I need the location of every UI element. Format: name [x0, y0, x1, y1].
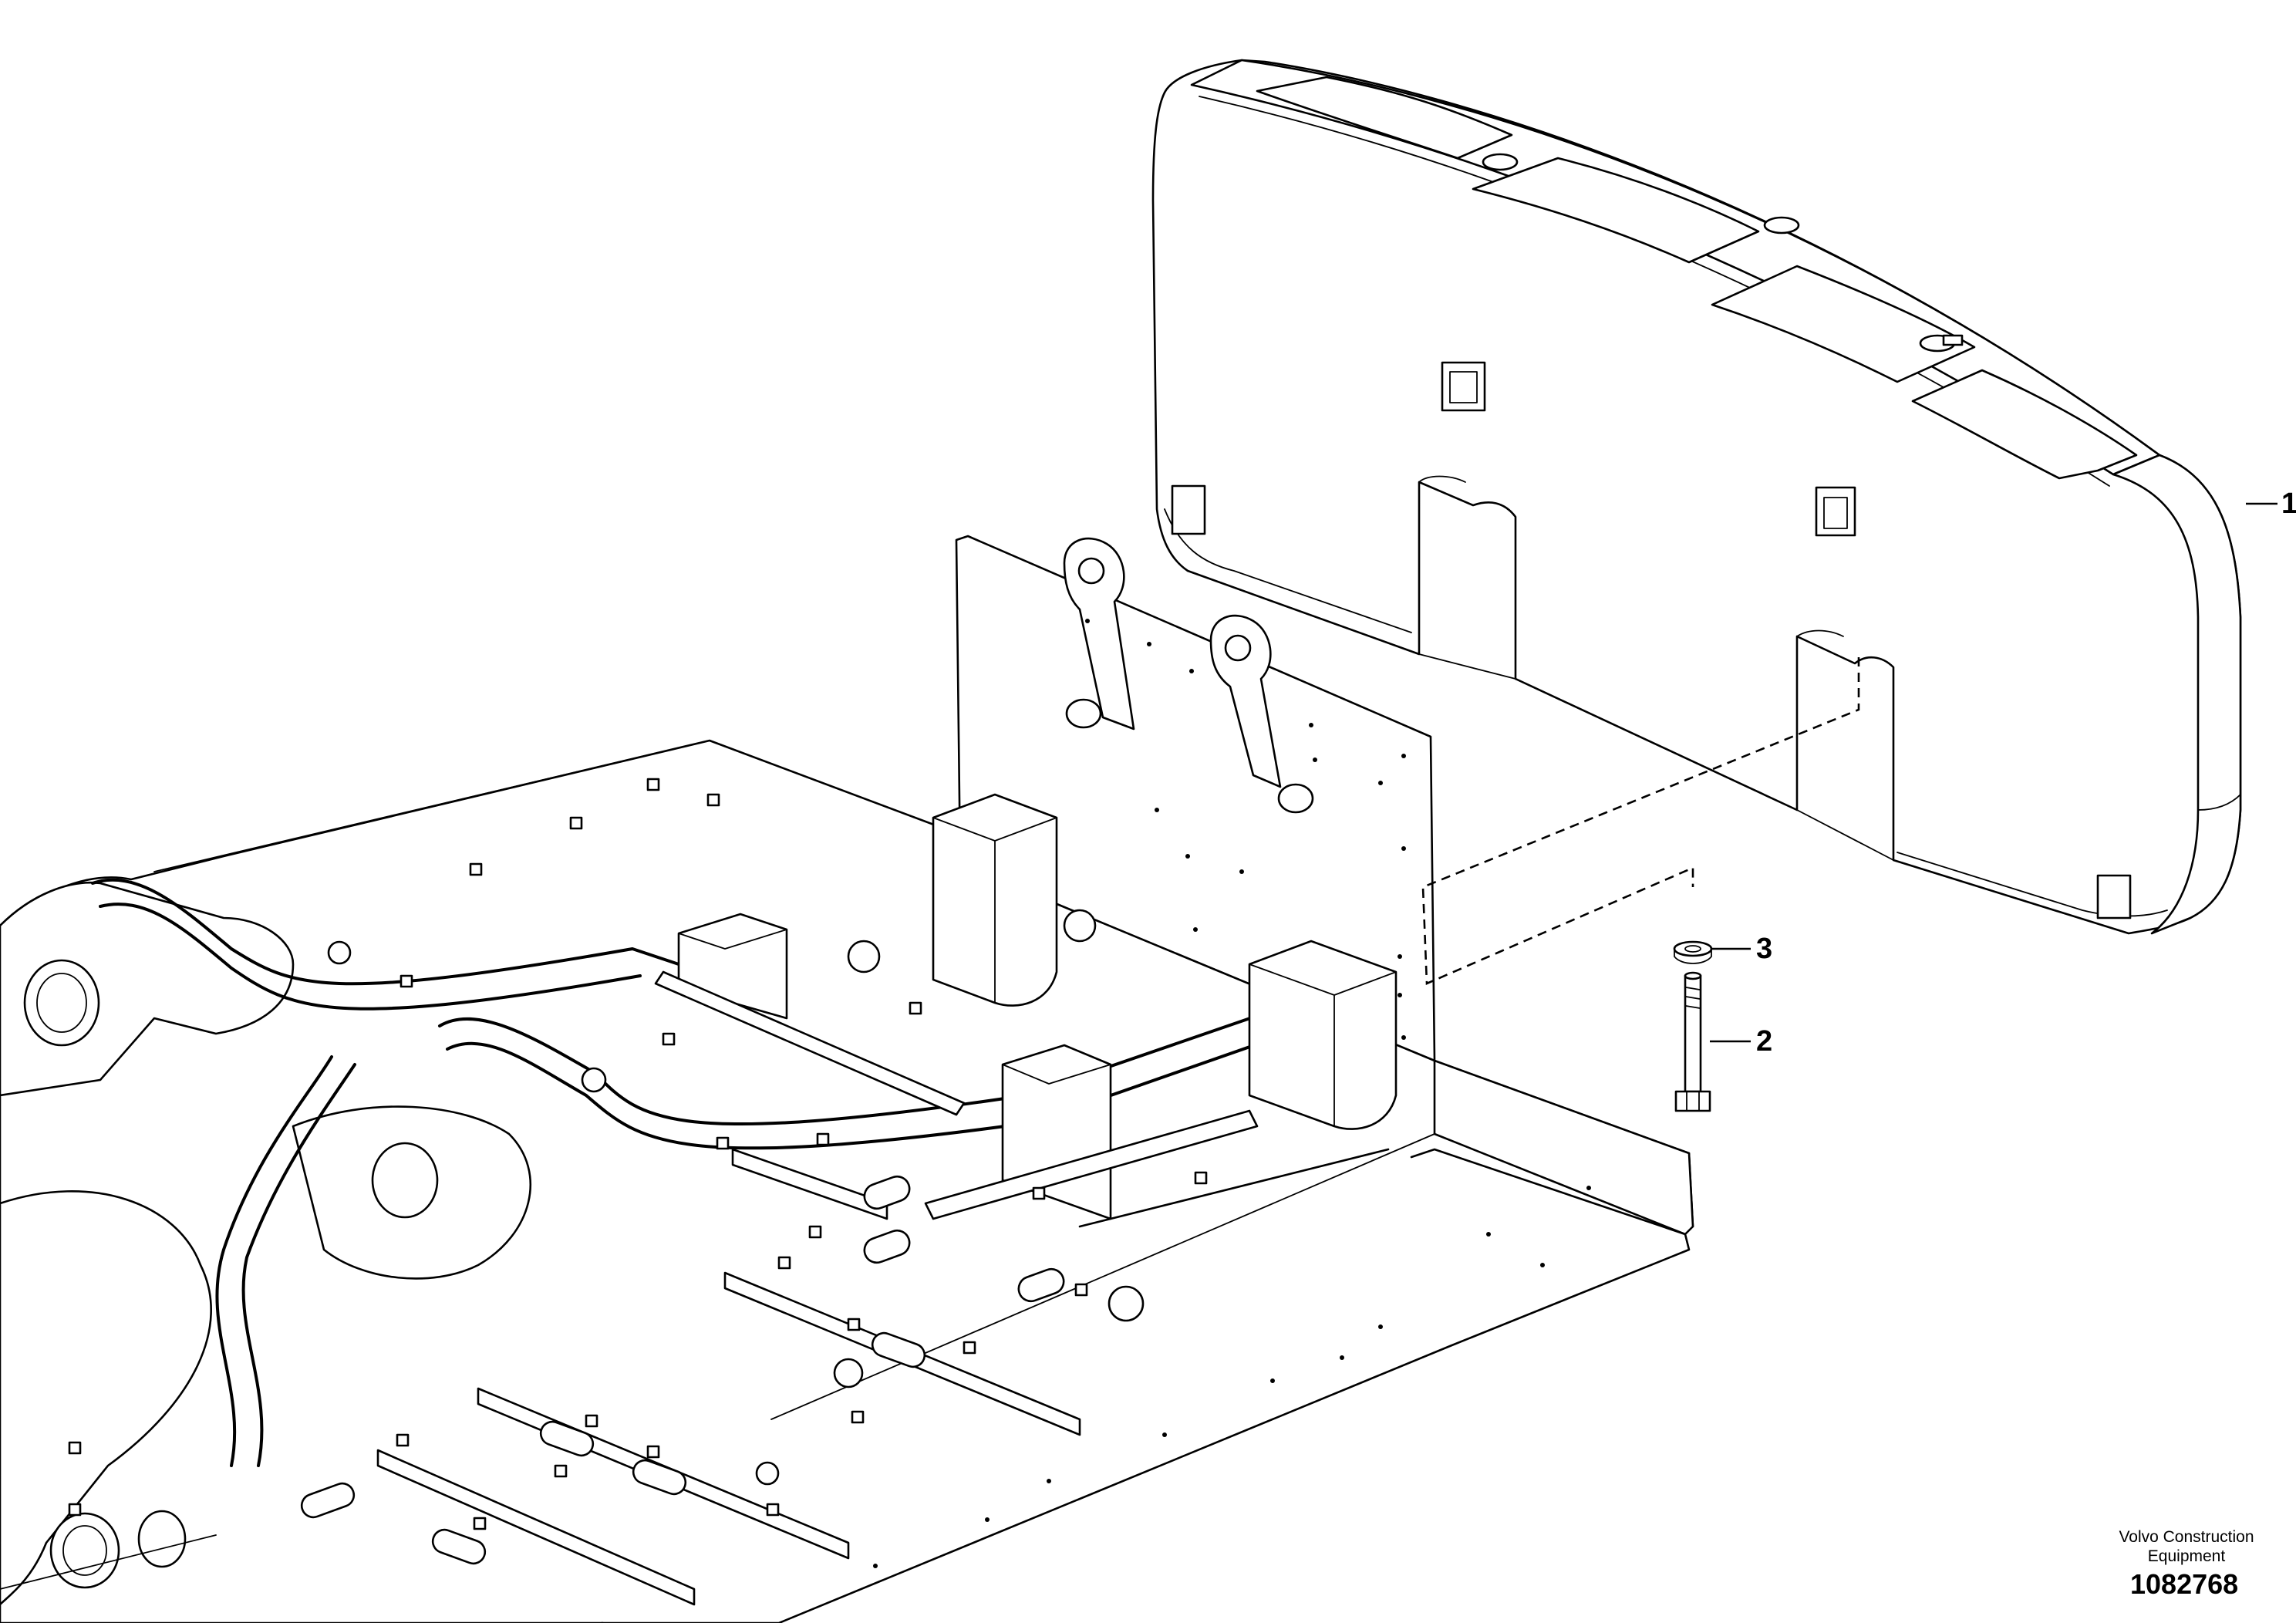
assembly-guide-lines: [1421, 657, 1860, 985]
callout-leaders: [1710, 502, 2277, 1043]
callout-1-label: 1: [2281, 488, 2296, 520]
publisher-credit-line2: Equipment: [2147, 1547, 2226, 1566]
bolt-icon: [1674, 971, 1711, 1112]
counterweight-icon: [1151, 59, 2242, 935]
document-number: 1082768: [2130, 1568, 2239, 1600]
callout-3-label: 3: [1756, 933, 1773, 965]
publisher-credit-line1: Volvo Construction: [2119, 1528, 2254, 1546]
publisher-credit: Volvo Construction Equipment: [2094, 1527, 2279, 1566]
callout-2-label: 2: [1756, 1025, 1773, 1058]
upper-frame-icon: [0, 535, 1694, 1623]
washer-icon: [1673, 940, 1713, 964]
